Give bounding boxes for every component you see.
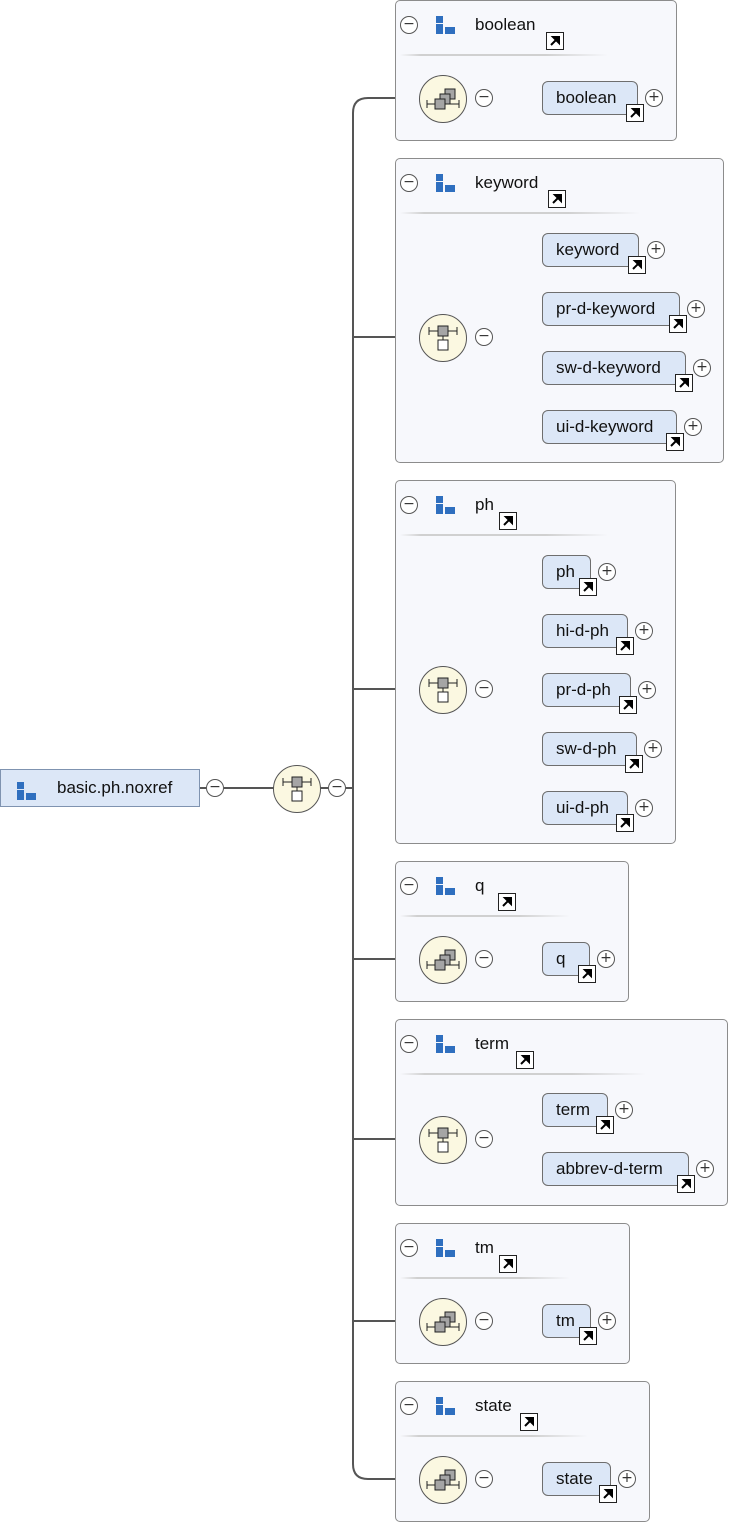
separator <box>400 1277 570 1279</box>
group-icon <box>436 174 458 194</box>
expand-toggle[interactable]: + <box>635 799 653 817</box>
group-icon <box>17 779 39 800</box>
group-icon <box>436 1035 458 1055</box>
expand-toggle[interactable]: + <box>635 622 653 640</box>
element-sw-d-ph[interactable]: sw-d-ph <box>542 732 637 766</box>
group-icon <box>436 16 458 36</box>
collapse-toggle[interactable]: − <box>475 89 493 107</box>
root-element[interactable]: basic.ph.noxref <box>0 769 200 807</box>
reference-arrow-icon[interactable] <box>596 1116 614 1134</box>
choice-compositor-icon[interactable] <box>419 314 467 362</box>
expand-toggle[interactable]: + <box>598 563 616 581</box>
collapse-toggle[interactable]: − <box>475 328 493 346</box>
group-icon <box>436 1239 458 1259</box>
root-label: basic.ph.noxref <box>57 778 173 797</box>
element-boolean[interactable]: boolean <box>542 81 638 115</box>
expand-toggle[interactable]: + <box>598 1312 616 1330</box>
collapse-toggle[interactable]: − <box>400 877 418 895</box>
group-ph <box>395 480 676 844</box>
reference-arrow-icon[interactable] <box>675 374 693 392</box>
reference-arrow-icon[interactable] <box>578 965 596 983</box>
element-ui-d-ph[interactable]: ui-d-ph <box>542 791 628 825</box>
collapse-toggle[interactable]: − <box>475 680 493 698</box>
group-title: q <box>475 876 485 895</box>
reference-arrow-icon[interactable] <box>546 32 564 50</box>
collapse-toggle[interactable]: − <box>400 1035 418 1053</box>
collapse-toggle[interactable]: − <box>328 779 346 797</box>
expand-toggle[interactable]: + <box>696 1160 714 1178</box>
collapse-toggle[interactable]: − <box>400 16 418 34</box>
choice-compositor-icon[interactable] <box>419 1116 467 1164</box>
expand-toggle[interactable]: + <box>597 950 615 968</box>
reference-arrow-icon[interactable] <box>619 696 637 714</box>
reference-arrow-icon[interactable] <box>498 893 516 911</box>
reference-arrow-icon[interactable] <box>666 433 684 451</box>
sequence-compositor-icon[interactable] <box>419 936 467 984</box>
group-icon <box>436 1397 458 1417</box>
collapse-toggle[interactable]: − <box>400 496 418 514</box>
group-icon <box>436 496 458 516</box>
group-icon <box>436 877 458 897</box>
reference-arrow-icon[interactable] <box>499 1255 517 1273</box>
element-sw-d-keyword[interactable]: sw-d-keyword <box>542 351 686 385</box>
expand-toggle[interactable]: + <box>644 740 662 758</box>
element-abbrev-d-term[interactable]: abbrev-d-term <box>542 1152 689 1186</box>
separator <box>400 534 608 536</box>
group-title: term <box>475 1034 509 1053</box>
expand-toggle[interactable]: + <box>693 359 711 377</box>
reference-arrow-icon[interactable] <box>669 315 687 333</box>
choice-compositor-icon[interactable] <box>273 765 321 813</box>
separator <box>400 54 608 56</box>
element-pr-d-ph[interactable]: pr-d-ph <box>542 673 631 707</box>
reference-arrow-icon[interactable] <box>516 1051 534 1069</box>
expand-toggle[interactable]: + <box>684 418 702 436</box>
collapse-toggle[interactable]: − <box>475 1130 493 1148</box>
separator <box>400 1073 646 1075</box>
expand-toggle[interactable]: + <box>687 300 705 318</box>
reference-arrow-icon[interactable] <box>626 104 644 122</box>
collapse-toggle[interactable]: − <box>400 1397 418 1415</box>
separator <box>400 212 640 214</box>
choice-compositor-icon[interactable] <box>419 666 467 714</box>
collapse-toggle[interactable]: − <box>475 950 493 968</box>
collapse-toggle[interactable]: − <box>400 1239 418 1257</box>
reference-arrow-icon[interactable] <box>616 637 634 655</box>
reference-arrow-icon[interactable] <box>616 814 634 832</box>
group-title: state <box>475 1396 512 1415</box>
group-title: keyword <box>475 173 539 192</box>
element-ui-d-keyword[interactable]: ui-d-keyword <box>542 410 677 444</box>
expand-toggle[interactable]: + <box>647 241 665 259</box>
sequence-compositor-icon[interactable] <box>419 75 467 123</box>
collapse-toggle[interactable]: − <box>475 1312 493 1330</box>
reference-arrow-icon[interactable] <box>579 578 597 596</box>
element-pr-d-keyword[interactable]: pr-d-keyword <box>542 292 680 326</box>
reference-arrow-icon[interactable] <box>625 755 643 773</box>
reference-arrow-icon[interactable] <box>499 512 517 530</box>
collapse-toggle[interactable]: − <box>475 1470 493 1488</box>
group-title: boolean <box>475 15 536 34</box>
collapse-toggle[interactable]: − <box>206 779 224 797</box>
reference-arrow-icon[interactable] <box>579 1327 597 1345</box>
element-keyword[interactable]: keyword <box>542 233 639 267</box>
reference-arrow-icon[interactable] <box>548 190 566 208</box>
reference-arrow-icon[interactable] <box>677 1175 695 1193</box>
separator <box>400 915 570 917</box>
expand-toggle[interactable]: + <box>618 1470 636 1488</box>
separator <box>400 1435 588 1437</box>
reference-arrow-icon[interactable] <box>599 1485 617 1503</box>
sequence-compositor-icon[interactable] <box>419 1456 467 1504</box>
group-title: ph <box>475 495 494 514</box>
expand-toggle[interactable]: + <box>645 89 663 107</box>
element-term[interactable]: term <box>542 1093 608 1127</box>
reference-arrow-icon[interactable] <box>520 1413 538 1431</box>
element-hi-d-ph[interactable]: hi-d-ph <box>542 614 628 648</box>
expand-toggle[interactable]: + <box>615 1101 633 1119</box>
reference-arrow-icon[interactable] <box>628 256 646 274</box>
collapse-toggle[interactable]: − <box>400 174 418 192</box>
sequence-compositor-icon[interactable] <box>419 1298 467 1346</box>
expand-toggle[interactable]: + <box>638 681 656 699</box>
group-title: tm <box>475 1238 494 1257</box>
